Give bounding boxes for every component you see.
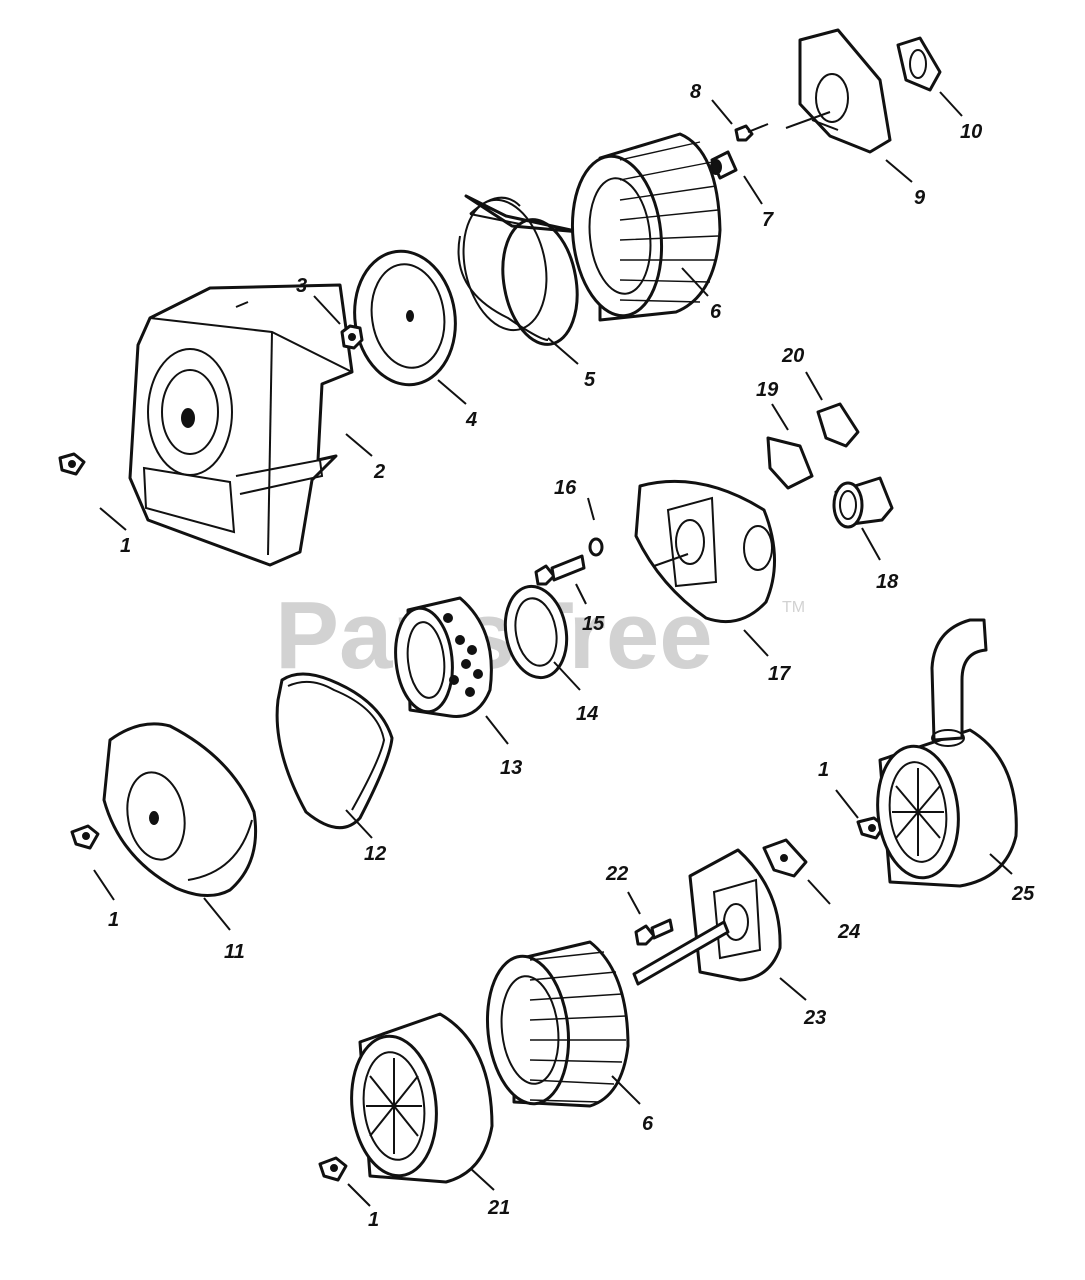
callout-labels: 1 2 3 4 5 6 7 8 9 10 11 12 13 14 15 16 1… [108,81,1035,1231]
part-3-nut [340,324,364,350]
callout-6b: 6 [642,1113,654,1135]
part-22-bolt [634,918,674,946]
part-18-tube [832,476,894,529]
callout-23: 23 [803,1007,826,1029]
part-19-gasket [766,436,814,490]
part-8-bolt [734,123,769,142]
part-14-ring [503,584,569,680]
callout-21: 21 [487,1197,510,1219]
part-1-wingnut-d [856,816,886,840]
part-16-washer [588,537,604,557]
callout-20: 20 [781,345,804,367]
callout-11: 11 [224,941,245,963]
callout-8: 8 [690,81,702,103]
part-24-gasket [762,838,808,878]
leader-lines [93,91,1013,1207]
callout-19: 19 [756,379,779,401]
part-12-seal [275,672,394,830]
callout-22: 22 [605,863,628,885]
watermark-trademark: TM [782,599,805,616]
callout-2: 2 [373,461,385,483]
callout-13: 13 [500,757,522,779]
part-11-cover [102,722,258,897]
callout-24: 24 [837,921,860,943]
part-7-spacer [710,150,738,180]
part-4-plate [353,249,457,387]
callout-18: 18 [876,571,899,593]
callout-14: 14 [576,703,598,725]
callout-1d: 1 [368,1209,379,1231]
callout-6a: 6 [710,301,722,323]
callout-16: 16 [554,477,577,499]
callout-7: 7 [762,209,774,231]
part-20-gasket [816,402,860,448]
callout-25: 25 [1011,883,1035,905]
part-6-filter-bottom [485,940,630,1108]
part-1-wingnut-c [318,1156,348,1182]
callout-10: 10 [960,121,982,143]
callout-15: 15 [582,613,605,635]
part-25-canister [876,618,1018,888]
part-13-element [394,596,493,718]
callout-17: 17 [768,663,791,685]
part-10-gasket [896,36,942,92]
callout-1b: 1 [108,909,119,931]
part-15-bolt [534,554,586,586]
part-2-cover [128,283,354,567]
callout-1c: 1 [818,759,829,781]
callout-9: 9 [914,187,926,209]
callout-5: 5 [584,369,596,391]
part-9-base [785,28,892,154]
part-21-canister [350,1012,494,1184]
part-6-filter-top [570,132,722,322]
part-1-wingnut-b [70,824,100,850]
part-17-base [634,480,776,624]
part-5-sleeve [457,194,582,346]
callout-3: 3 [296,275,307,297]
part-1-wingnut-a [58,452,86,476]
callout-1a: 1 [120,535,131,557]
callout-4: 4 [465,409,477,431]
watermark-text: PartsTree [275,582,713,689]
callout-12: 12 [364,843,386,865]
part-23-base [632,848,782,986]
